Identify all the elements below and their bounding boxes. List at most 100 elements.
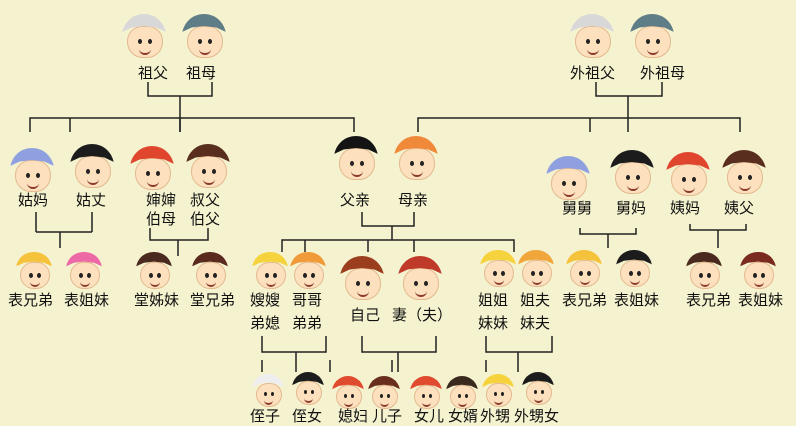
eye-icon bbox=[149, 273, 153, 278]
label-cousin-m-1: 表兄弟 bbox=[8, 291, 54, 309]
face-skin bbox=[727, 162, 763, 194]
face-tang-brother-icon bbox=[192, 252, 228, 289]
eye-icon bbox=[699, 273, 703, 278]
eye-icon bbox=[96, 169, 100, 174]
face-cousin-f-1-icon bbox=[66, 252, 102, 289]
mouth-icon bbox=[494, 278, 504, 285]
mouth-icon bbox=[380, 400, 389, 407]
face-skin bbox=[620, 260, 650, 287]
eye-icon bbox=[208, 39, 212, 44]
eye-icon bbox=[738, 175, 742, 180]
eye-icon bbox=[205, 273, 209, 278]
label-cousin-f-3: 表姐妹 bbox=[738, 291, 784, 309]
label-mother: 母亲 bbox=[398, 191, 429, 209]
eye-icon bbox=[311, 273, 315, 278]
eye-icon bbox=[366, 281, 370, 286]
face-skin bbox=[635, 26, 671, 58]
mouth-icon bbox=[563, 190, 575, 197]
face-skin bbox=[484, 260, 514, 287]
eye-icon bbox=[198, 39, 202, 44]
face-son-icon bbox=[368, 376, 400, 409]
eye-icon bbox=[87, 273, 91, 278]
label-grandfather: 祖父 bbox=[138, 64, 169, 82]
face-skin bbox=[414, 385, 440, 409]
face-sister-in-law-icon bbox=[252, 252, 288, 289]
label-uncle: 叔父 bbox=[190, 191, 221, 209]
mouth-icon bbox=[344, 400, 353, 407]
face-sisters-son-icon bbox=[482, 374, 514, 407]
label-aunt-in-law-2: 伯母 bbox=[146, 210, 177, 228]
label-paternal-aunt: 姑妈 bbox=[18, 191, 49, 209]
face-skin bbox=[526, 381, 552, 405]
label-sister-husband: 姐夫 bbox=[520, 291, 551, 309]
mouth-icon bbox=[494, 398, 503, 405]
eye-icon bbox=[656, 39, 660, 44]
eye-icon bbox=[587, 271, 591, 276]
face-skin bbox=[15, 160, 51, 192]
mouth-icon bbox=[415, 290, 427, 297]
eye-icon bbox=[420, 161, 424, 166]
eye-icon bbox=[29, 273, 33, 278]
mouth-icon bbox=[627, 184, 639, 191]
label-uncle-2: 伯父 bbox=[190, 210, 221, 228]
mouth-icon bbox=[411, 170, 423, 177]
eye-icon bbox=[350, 161, 354, 166]
label-tang-brother: 堂兄弟 bbox=[190, 291, 236, 309]
mouth-icon bbox=[304, 396, 313, 403]
label-cousin-f-2: 表姐妹 bbox=[614, 291, 660, 309]
label-daughter: 女儿 bbox=[414, 407, 445, 425]
mouth-icon bbox=[266, 280, 276, 287]
face-maternal-grandmother-icon bbox=[630, 14, 674, 58]
face-skin bbox=[336, 385, 362, 409]
mouth-icon bbox=[87, 178, 99, 185]
face-grandfather-icon bbox=[122, 14, 166, 58]
eye-icon bbox=[360, 161, 364, 166]
label-brother: 哥哥 bbox=[292, 291, 323, 309]
eye-icon bbox=[271, 392, 274, 396]
face-skin bbox=[486, 383, 512, 407]
mouth-icon bbox=[150, 280, 160, 287]
face-skin bbox=[690, 262, 720, 289]
eye-icon bbox=[26, 173, 30, 178]
eye-icon bbox=[629, 271, 633, 276]
eye-icon bbox=[202, 169, 206, 174]
eye-icon bbox=[311, 390, 314, 394]
face-maternal-uncle-wife-icon bbox=[610, 150, 654, 194]
face-skin bbox=[70, 262, 100, 289]
eye-icon bbox=[501, 392, 504, 396]
eye-icon bbox=[410, 161, 414, 166]
label-aunt-in-law: 婶婶 bbox=[146, 191, 177, 209]
face-paternal-aunt-husband-icon bbox=[70, 144, 114, 188]
eye-icon bbox=[422, 394, 425, 398]
eye-icon bbox=[748, 175, 752, 180]
mouth-icon bbox=[351, 170, 363, 177]
eye-icon bbox=[86, 169, 90, 174]
eye-icon bbox=[429, 394, 432, 398]
eye-icon bbox=[356, 281, 360, 286]
eye-icon bbox=[146, 171, 150, 176]
face-sister-husband-icon bbox=[518, 250, 554, 287]
label-grandmother: 祖母 bbox=[186, 64, 217, 82]
face-skin bbox=[196, 262, 226, 289]
face-daughter-icon bbox=[410, 376, 442, 409]
eye-icon bbox=[692, 177, 696, 182]
label-sister-husband-2: 妹夫 bbox=[520, 314, 551, 332]
label-maternal-aunt: 姨妈 bbox=[670, 199, 701, 217]
label-sister-in-law-2: 弟媳 bbox=[250, 314, 281, 332]
label-sisters-daughter: 外甥女 bbox=[514, 407, 560, 425]
eye-icon bbox=[212, 169, 216, 174]
mouth-icon bbox=[206, 280, 216, 287]
face-skin bbox=[127, 26, 163, 58]
mouth-icon bbox=[580, 278, 590, 285]
mouth-icon bbox=[147, 180, 159, 187]
eye-icon bbox=[636, 175, 640, 180]
mouth-icon bbox=[700, 280, 710, 287]
mouth-icon bbox=[80, 280, 90, 287]
face-skin bbox=[339, 148, 375, 180]
face-tang-sister-icon bbox=[136, 252, 172, 289]
eye-icon bbox=[265, 273, 269, 278]
face-maternal-aunt-husband-icon bbox=[722, 150, 766, 194]
eye-icon bbox=[637, 271, 641, 276]
face-cousin-m-3-icon bbox=[686, 252, 722, 289]
